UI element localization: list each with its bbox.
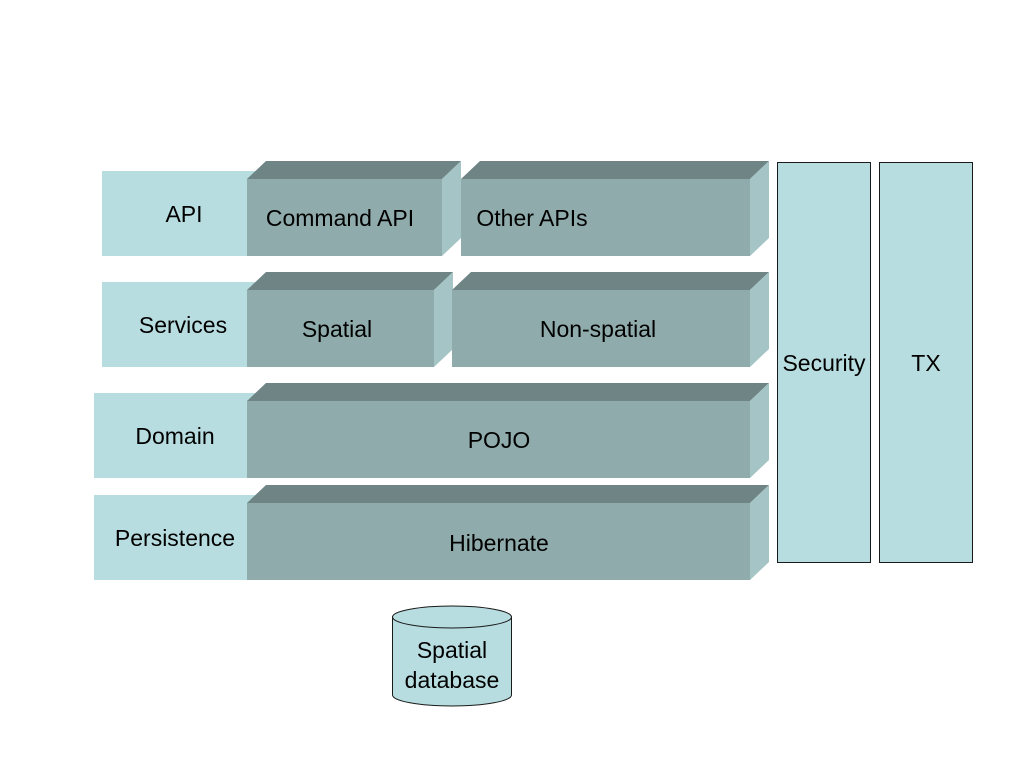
layer-api-panel: [102, 171, 262, 256]
hibernate-top-face: [247, 485, 769, 503]
security-column: [777, 162, 871, 563]
layer-persistence: Persistence: [94, 495, 262, 580]
command-api-top-face: [247, 161, 461, 179]
component-pojo: POJO: [247, 383, 769, 478]
pojo-side-face: [750, 383, 769, 478]
component-hibernate: Hibernate: [247, 485, 769, 580]
security-label: Security: [782, 350, 866, 376]
non-spatial-side-face: [750, 272, 769, 367]
layer-domain: Domain: [94, 393, 262, 478]
layer-services-label: Services: [139, 312, 227, 338]
cross-cutting-security: Security: [777, 162, 871, 563]
hibernate-label: Hibernate: [449, 530, 549, 556]
layer-domain-panel: [94, 393, 262, 478]
pojo-front-face: [247, 401, 750, 478]
component-non-spatial: Non-spatial: [452, 272, 769, 367]
command-api-side-face: [442, 161, 461, 256]
non-spatial-front-face: [452, 290, 750, 367]
spatial-side-face: [434, 272, 453, 367]
other-apis-top-face: [461, 161, 769, 179]
layer-api-label: API: [165, 201, 202, 227]
database-cylinder-top: [392, 605, 512, 629]
layer-services-panel: [102, 282, 262, 367]
layer-persistence-label: Persistence: [115, 525, 235, 551]
other-apis-side-face: [750, 161, 769, 256]
database-label-line1: Spatial: [417, 637, 487, 663]
other-apis-front-face: [461, 179, 750, 256]
database-label-line2: database: [405, 667, 500, 693]
spatial-top-face: [247, 272, 453, 290]
layer-services: Services: [102, 282, 262, 367]
pojo-label: POJO: [468, 427, 531, 453]
cross-cutting-tx: TX: [879, 162, 973, 563]
database-cylinder-body: [392, 617, 512, 707]
layer-domain-label: Domain: [135, 423, 214, 449]
pojo-top-face: [247, 383, 769, 401]
tx-label: TX: [911, 350, 940, 376]
component-command-api: Command API: [247, 161, 461, 256]
component-spatial: Spatial: [247, 272, 453, 367]
non-spatial-top-face: [452, 272, 769, 290]
spatial-database: Spatial database: [392, 605, 512, 707]
other-apis-label: Other APIs: [476, 205, 587, 231]
tx-column: [879, 162, 973, 563]
layer-persistence-panel: [94, 495, 262, 580]
component-other-apis: Other APIs: [461, 161, 769, 256]
spatial-label: Spatial: [302, 316, 372, 342]
hibernate-front-face: [247, 503, 750, 580]
spatial-front-face: [247, 290, 434, 367]
non-spatial-label: Non-spatial: [540, 316, 656, 342]
hibernate-side-face: [750, 485, 769, 580]
command-api-front-face: [247, 179, 442, 256]
command-api-label: Command API: [266, 205, 414, 231]
layer-api: API: [102, 171, 262, 256]
